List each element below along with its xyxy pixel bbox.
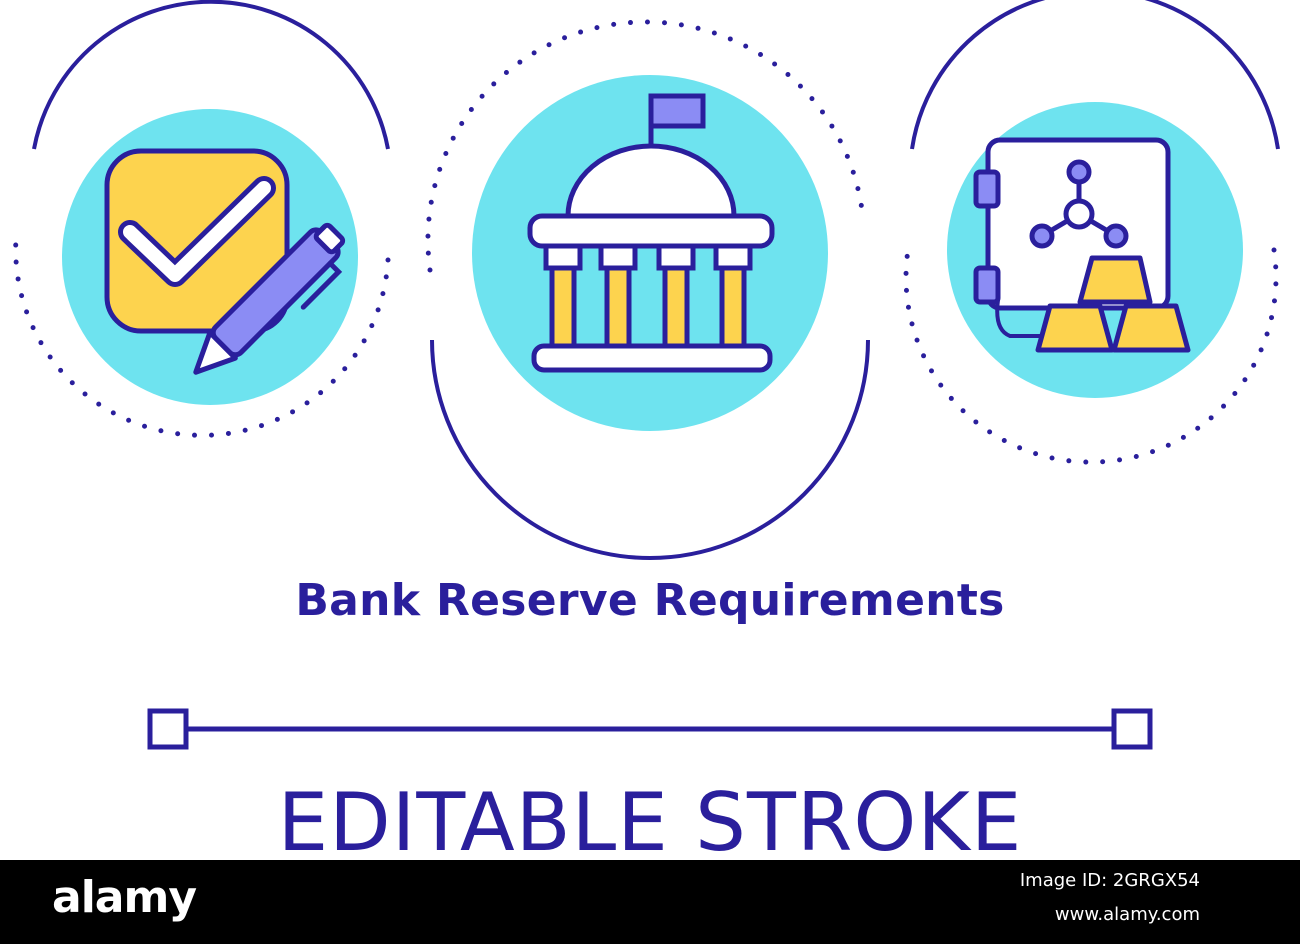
checkmark-inner [123, 181, 271, 282]
decorative-rings [13, 0, 1280, 560]
left-ring-dots [13, 235, 391, 438]
pen [193, 222, 346, 375]
editable-stroke-label: EDITABLE STROKE [277, 776, 1023, 869]
roof-slab [527, 213, 775, 249]
image-id: Image ID: 2GRGX54 [1019, 870, 1200, 891]
base-slab [531, 343, 773, 373]
safe-dial [1029, 159, 1129, 249]
flag [648, 93, 706, 129]
illustration [13, 0, 1280, 750]
footer-bar: alamy Image ID: 2GRGX54 www.alamy.com [0, 860, 1300, 944]
center-ring-dots [425, 19, 865, 273]
left-ring-arc [32, 0, 390, 150]
dome [565, 143, 737, 219]
page-title: Bank Reserve Requirements [295, 575, 1005, 626]
bank-building-icon [472, 75, 828, 431]
checkbox-pen-icon [62, 109, 358, 405]
safe-cord [995, 299, 1040, 338]
footer-url: www.alamy.com [1054, 904, 1200, 925]
stroke-handle-right [1111, 708, 1153, 750]
stroke-handle-left [147, 708, 189, 750]
safe-gold-icon [947, 102, 1243, 398]
safe-hinge-bottom [973, 265, 1001, 305]
right-ring-arc [910, 0, 1280, 150]
alamy-logo: alamy [52, 872, 197, 923]
center-ring-arc [430, 339, 870, 560]
safe-hinge-top [973, 169, 1001, 209]
gold-bars [1035, 255, 1191, 353]
editable-stroke-line [147, 708, 1153, 750]
